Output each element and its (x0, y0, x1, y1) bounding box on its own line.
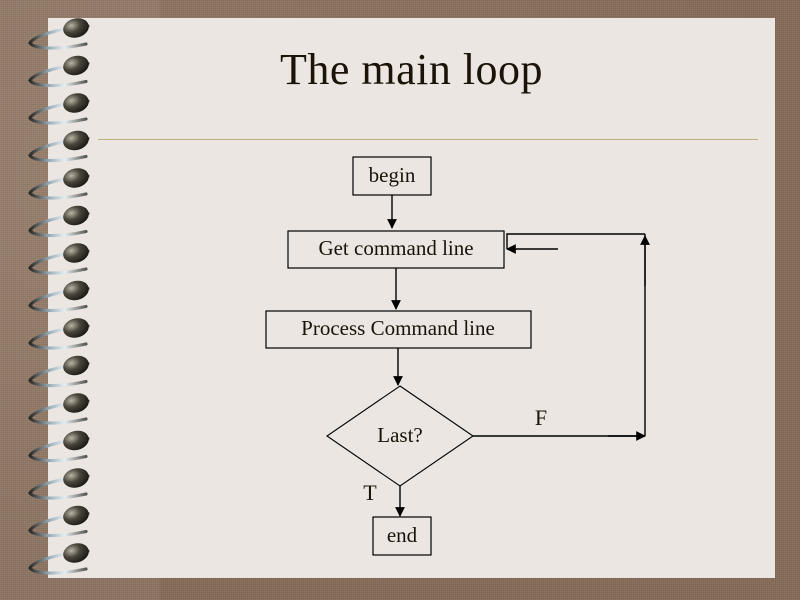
node-get-command-line-label: Get command line (318, 236, 473, 260)
page-title: The main loop (279, 45, 544, 94)
node-end-label: end (387, 523, 418, 547)
edge-false-top-return (506, 233, 645, 249)
flowchart-nodes: begin Get command line Process Command l… (265, 156, 532, 556)
edge-label-false: F (535, 405, 547, 430)
flowchart-edge-labels: F T (363, 405, 547, 505)
node-begin-label: begin (369, 163, 416, 187)
slide-paper-sheet (48, 18, 775, 578)
node-last-decision-label: Last? (377, 423, 422, 447)
node-end[interactable]: end (372, 516, 432, 556)
node-process-command-line-label: Process Command line (301, 316, 495, 340)
node-get-command-line[interactable]: Get command line (287, 230, 505, 269)
flowchart-edges (387, 195, 650, 517)
title-divider-rule (98, 139, 758, 140)
node-process-command-line[interactable]: Process Command line (265, 310, 532, 349)
node-last-decision[interactable]: Last? (326, 385, 474, 487)
node-begin[interactable]: begin (352, 156, 432, 196)
flowchart-diagram: begin Get command line Process Command l… (265, 156, 650, 556)
edge-label-true: T (363, 480, 377, 505)
